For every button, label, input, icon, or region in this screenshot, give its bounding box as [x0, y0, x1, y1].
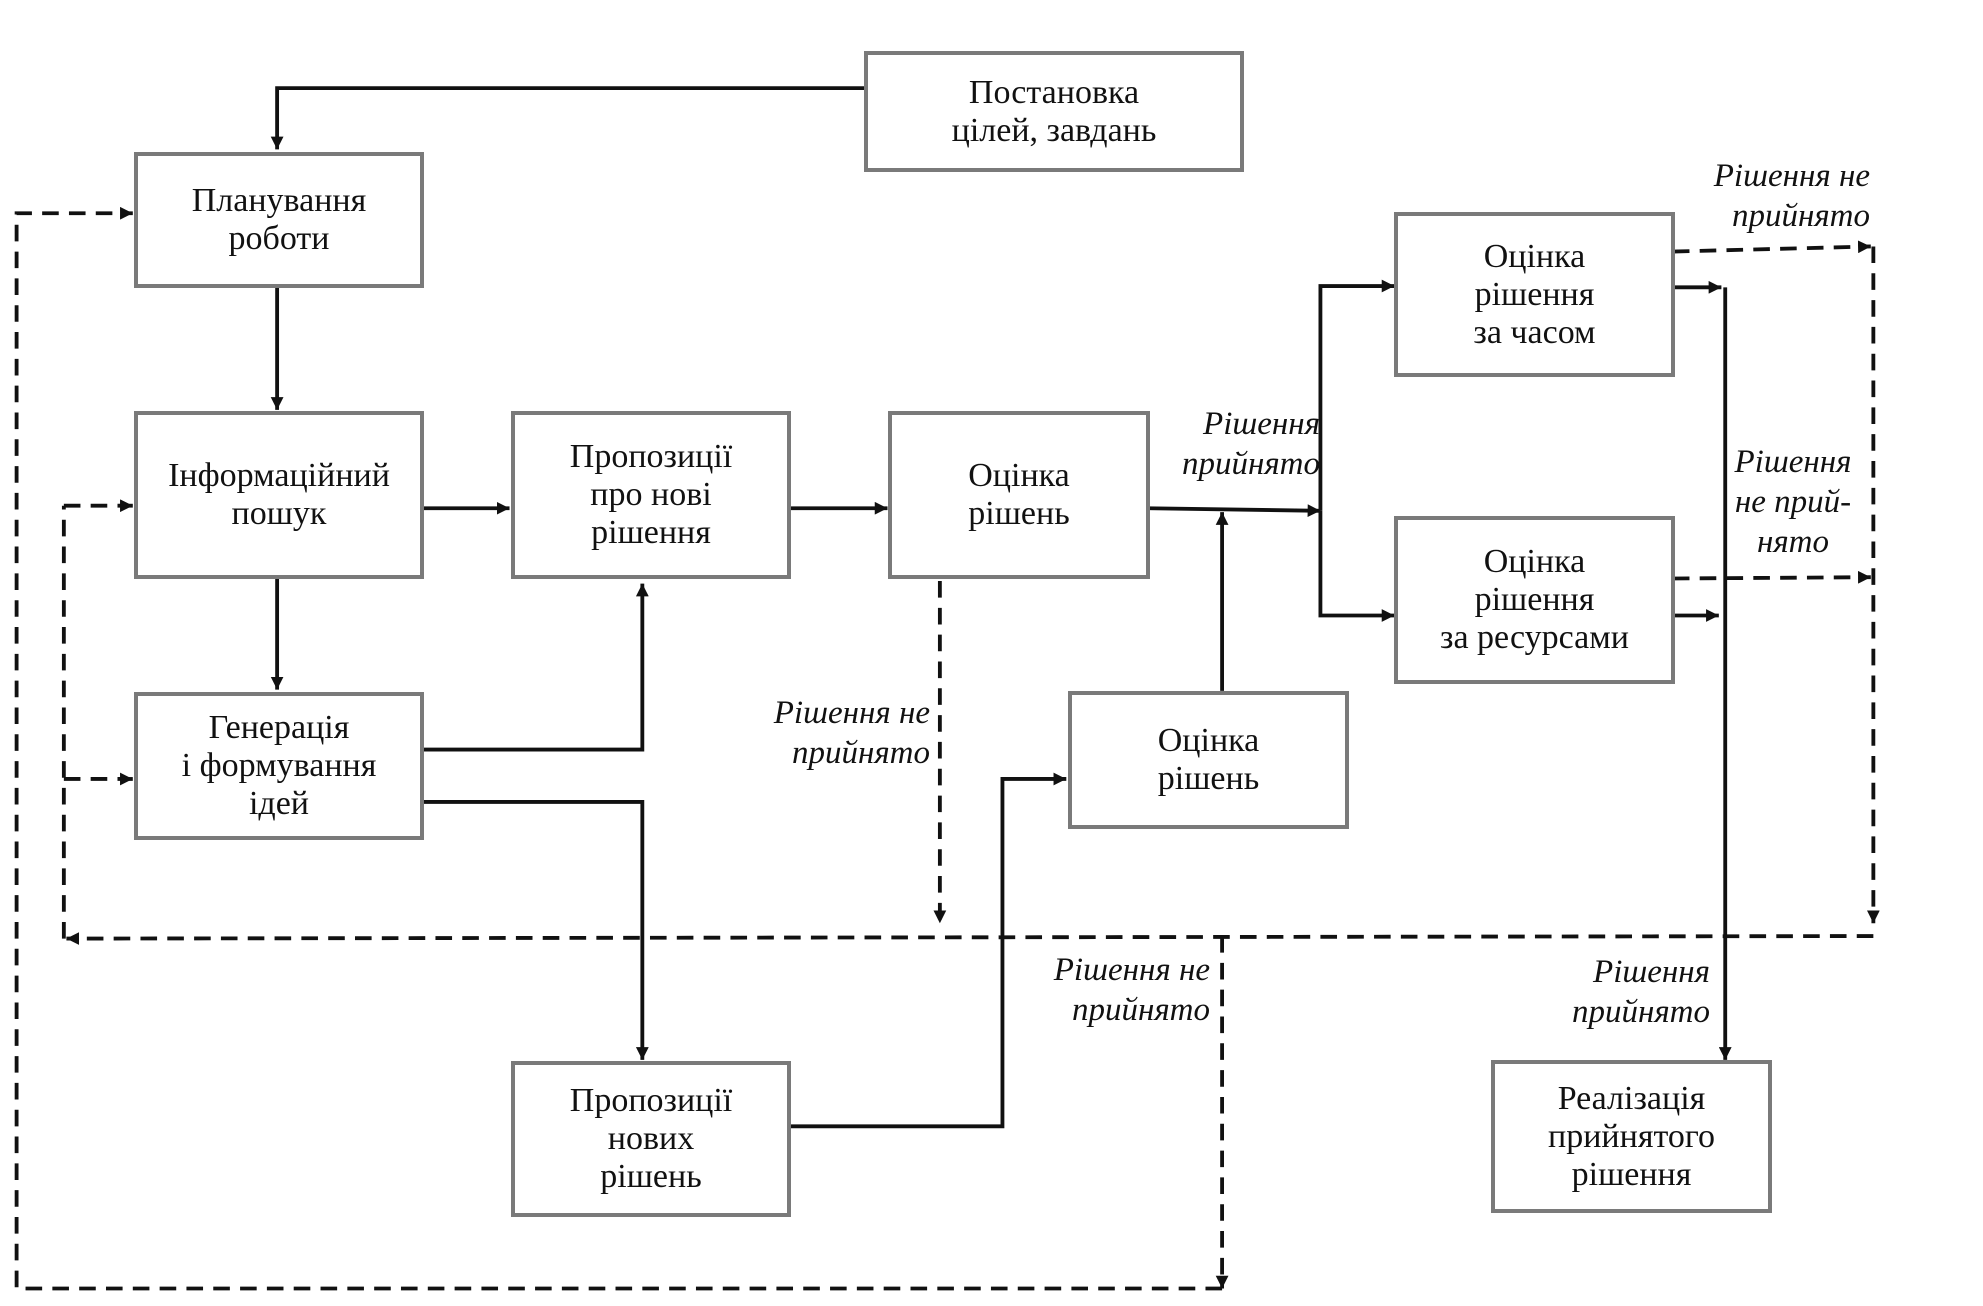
box-goals: Постановка цілей, завдань — [864, 51, 1244, 172]
box-evaluation-2: Оцінка рішень — [1068, 691, 1349, 829]
box-eval-resources-text: Оцінка рішення за ресурсами — [1440, 543, 1629, 656]
box-eval-time-text: Оцінка рішення за часом — [1473, 237, 1596, 351]
box-planning: Планування роботи — [134, 152, 424, 288]
label-not-accepted-mid: Рішення не прийнято — [773, 695, 930, 771]
box-evaluation-2-text: Оцінка рішень — [1157, 722, 1260, 797]
arrow-generation-to-new-proposals — [422, 800, 649, 1060]
box-generation: Генерація і формування ідей — [134, 692, 424, 840]
box-planning-text: Планування роботи — [191, 182, 367, 257]
box-info-search-text: Інформаційний пошук — [168, 457, 390, 532]
arrow-split-to-resources — [1318, 510, 1395, 622]
label-not-accepted-top-right: Рішення не прийнято — [1713, 158, 1870, 234]
label-accepted-mid: Рішення прийнято — [1181, 406, 1320, 482]
box-info-search: Інформаційний пошук — [134, 411, 424, 579]
box-proposals-new-solutions: Пропозиції про нові рішення — [511, 411, 791, 579]
label-accepted-bottom-right: Рішення прийнято — [1571, 954, 1710, 1030]
arrow-evaluation-to-split — [1147, 504, 1321, 517]
box-generation-text: Генерація і формування ідей — [181, 709, 377, 822]
dashed-time-rejected — [1672, 240, 1871, 254]
box-proposals-of-new-text: Пропозиції нових рішень — [569, 1082, 733, 1195]
box-goals-text: Постановка цілей, завдань — [951, 73, 1157, 149]
arrow-split-to-time — [1318, 279, 1395, 511]
dashed-bottom-return — [14, 206, 1223, 1291]
arrow-generation-to-proposals — [422, 583, 649, 752]
dashed-resources-rejected — [1672, 570, 1871, 584]
label-not-accepted-right: Рішення не прий- нято — [1734, 444, 1852, 560]
dashed-return-line — [66, 932, 1874, 945]
arrow-new-proposals-to-evaluation2 — [790, 772, 1067, 1129]
box-evaluation-1: Оцінка рішень — [888, 411, 1150, 579]
box-implementation: Реалізація прийнятого рішення — [1491, 1060, 1772, 1213]
box-eval-time: Оцінка рішення за часом — [1394, 212, 1675, 377]
box-eval-resources: Оцінка рішення за ресурсами — [1394, 516, 1675, 684]
arrow-goals-to-planning — [270, 86, 865, 150]
label-not-accepted-bottom: Рішення не прийнято — [1053, 952, 1210, 1028]
box-proposals-of-new: Пропозиції нових рішень — [511, 1061, 791, 1217]
box-evaluation-1-text: Оцінка рішень — [968, 457, 1070, 532]
box-proposals-new-solutions-text: Пропозиції про нові рішення — [569, 438, 733, 551]
box-implementation-text: Реалізація прийнятого рішення — [1548, 1079, 1715, 1193]
